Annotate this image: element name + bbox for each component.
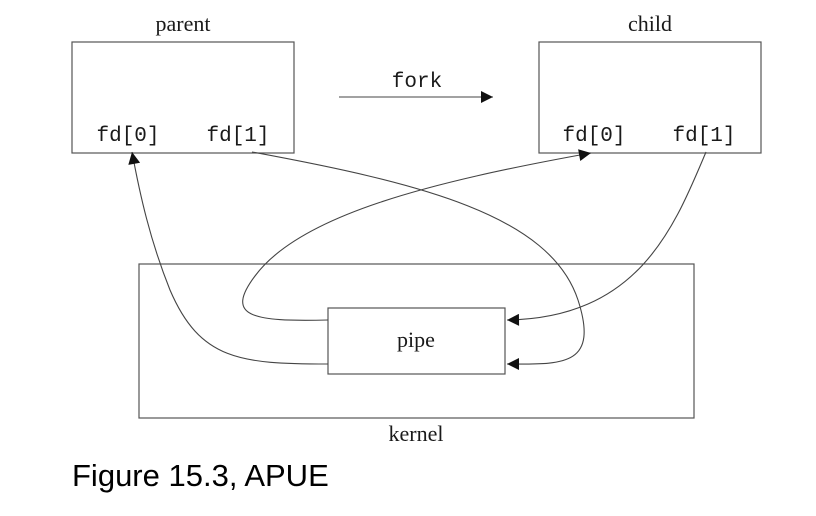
figure-caption: Figure 15.3, APUE bbox=[72, 458, 329, 493]
child-label: child bbox=[628, 11, 672, 36]
child-fd0-label: fd[0] bbox=[562, 125, 625, 148]
pipe-box bbox=[327, 307, 506, 375]
parent-fd1-to-pipe-arrow bbox=[251, 151, 585, 371]
pipe-to-parent-fd0-arrow bbox=[128, 151, 329, 365]
pipe-label: pipe bbox=[397, 327, 435, 352]
pipe-to-child-fd0-arrow bbox=[242, 149, 592, 321]
child-fd1-label: fd[1] bbox=[672, 125, 735, 148]
parent-fd1-label: fd[1] bbox=[206, 125, 269, 148]
parent-label: parent bbox=[156, 11, 211, 36]
child-fd1-to-pipe-arrow bbox=[506, 151, 707, 326]
parent-process-box bbox=[71, 41, 295, 154]
parent-fd0-label: fd[0] bbox=[96, 125, 159, 148]
fork-label: fork bbox=[392, 71, 442, 94]
child-process-box bbox=[538, 41, 762, 154]
kernel-label: kernel bbox=[389, 421, 444, 446]
